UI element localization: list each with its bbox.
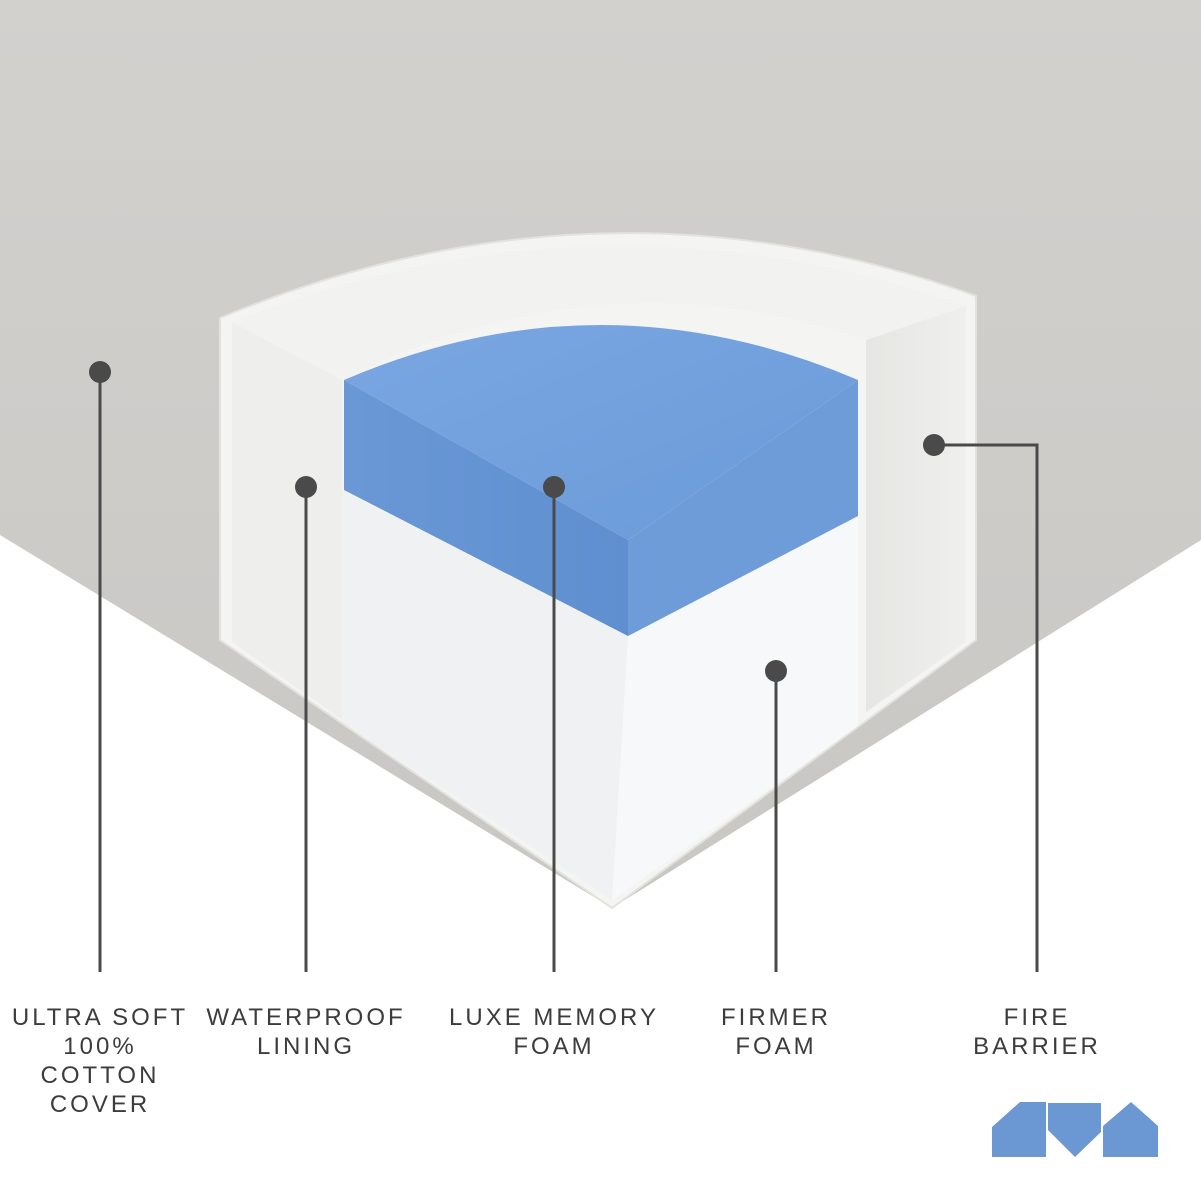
memory-foam-side-right — [628, 380, 858, 636]
brand-logo-icon — [992, 1102, 1158, 1157]
leader-lines — [98, 372, 1039, 972]
waterproof-lining-label: WATERPROOF LINING — [206, 1004, 406, 1060]
leader-dots — [89, 361, 945, 682]
memory-foam-top — [344, 325, 858, 540]
ultra-soft-cotton-cover-label: ULTRA SOFT 100% COTTON COVER — [11, 1004, 189, 1118]
fire-barrier-label: FIRE BARRIER — [973, 1004, 1101, 1060]
lining-dot — [295, 476, 317, 498]
firmer-dot — [765, 660, 787, 682]
fire-dot — [923, 434, 945, 456]
fire-leader-line — [934, 443, 1039, 972]
cover-dot — [89, 361, 111, 383]
logo-left-house-icon — [992, 1102, 1046, 1157]
waterproof-lining-layer — [232, 286, 342, 720]
memory-foam-side-left — [344, 380, 628, 636]
cutaway-top-band — [232, 245, 966, 380]
logo-right-house-icon — [1103, 1102, 1158, 1157]
logo-middle-house-icon — [1048, 1103, 1101, 1157]
luxe-memory-foam-label: LUXE MEMORY FOAM — [449, 1004, 659, 1060]
firmer-foam-label: FIRMER FOAM — [721, 1004, 831, 1060]
memory-dot — [543, 476, 565, 498]
fire-barrier-layer — [866, 306, 966, 712]
firmer-foam-left-face — [342, 490, 628, 900]
